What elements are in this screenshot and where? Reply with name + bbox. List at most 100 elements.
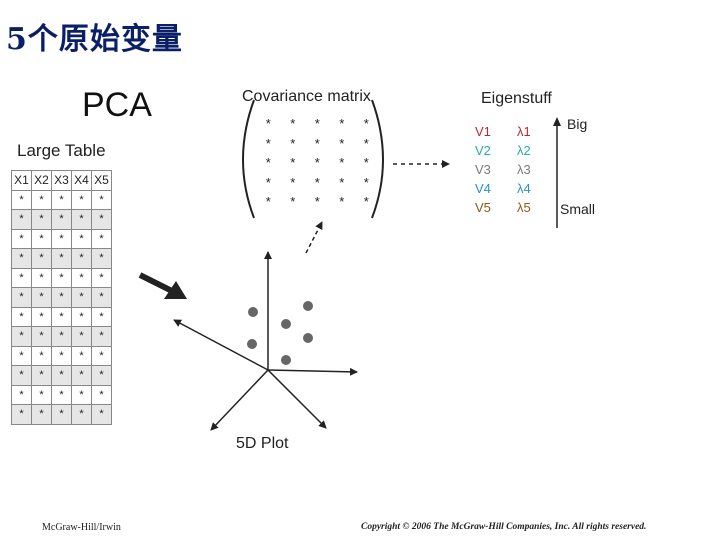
table-body: ****************************************… [11,189,112,425]
table-cell: * [71,209,92,230]
table-cell: * [11,404,32,425]
eigenstuff-label: Eigenstuff [481,90,552,107]
table-header-cell: X3 [51,170,72,191]
eigenvector-label: V3 [475,162,491,177]
table-row: ***** [11,326,112,347]
table-cell: * [31,326,52,347]
plot-axis-lower-right [267,369,327,429]
table-row: ***** [11,404,112,425]
matrix-cell: * [290,194,296,209]
table-cell: * [51,326,72,347]
eigenvalue-label: λ2 [517,143,531,158]
plot-points [247,301,313,365]
table-cell: * [91,209,112,230]
thick-arrow-table-to-plot [138,272,187,299]
footer-copyright: Copyright © 2006 The McGraw-Hill Compani… [361,522,647,532]
matrix-cell: * [314,155,320,170]
table-header-cell: X2 [31,170,52,191]
matrix-cell: * [265,155,271,170]
axis-label-big: Big [567,116,588,132]
matrix-cell: * [363,194,369,209]
table-cell: * [91,365,112,386]
matrix-cell: * [339,155,345,170]
table-cell: * [71,326,92,347]
eigen-axis-arrow [553,117,561,228]
eigenvalue-label: λ3 [517,162,531,177]
covariance-matrix-grid: ************************* [256,116,380,216]
plot-label: 5D Plot [236,435,289,452]
dashed-arrow-to-matrix [305,221,323,254]
table-cell: * [31,404,52,425]
pca-heading: PCA [82,86,152,124]
table-cell: * [71,248,92,269]
eigenvector-label: V4 [475,181,491,196]
table-header-cell: X4 [71,170,92,191]
table-cell: * [11,287,32,308]
plot-point [247,339,257,349]
plot-axis-upper-left [173,319,269,371]
covariance-matrix-label: Covariance matrix [242,88,371,105]
plot-axis-lower-left [210,369,269,431]
matrix-cell: * [314,135,320,151]
table-header-cell: X5 [91,170,112,191]
plot-point [248,307,258,317]
matrix-right-bracket [371,99,384,219]
table-cell: * [91,326,112,347]
plot-point [281,319,291,329]
matrix-cell: * [363,174,369,190]
matrix-cell: * [290,116,296,131]
axis-label-small: Small [560,201,596,217]
matrix-cell: * [265,174,271,190]
table-cell: * [51,248,72,269]
footer-publisher: McGraw-Hill/Irwin [42,522,121,533]
table-cell: * [51,404,72,425]
table-cell: * [31,365,52,386]
table-cell: * [91,404,112,425]
table-row: ***** [11,287,112,308]
plot-point [303,301,313,311]
table-row: ***** [11,306,112,327]
table-cell: * [71,404,92,425]
matrix-cell: * [339,135,345,151]
matrix-cell: * [290,135,296,151]
table-row: ***** [11,267,112,288]
table-cell: * [91,287,112,308]
matrix-cell: * [339,174,345,190]
matrix-cell: * [314,116,320,131]
matrix-cell: * [363,116,369,131]
table-row: ***** [11,209,112,230]
matrix-cell: * [339,194,345,209]
table-row: ***** [11,365,112,386]
eigenvector-label: V5 [475,200,491,215]
table-cell: * [31,209,52,230]
table-cell: * [71,365,92,386]
eigen-row: V2 λ2 [475,143,547,162]
table-row: ***** [11,189,112,210]
eigenvalue-label: λ4 [517,181,531,196]
matrix-cell: * [363,155,369,170]
matrix-cell: * [339,116,345,131]
matrix-cell: * [314,194,320,209]
eigen-row: V3 λ3 [475,162,547,181]
eigenvalue-label: λ5 [517,200,531,215]
plot-axes [173,251,358,431]
table-cell: * [11,365,32,386]
eigenvector-label: V2 [475,143,491,158]
plot-point [281,355,291,365]
matrix-cell: * [290,174,296,190]
table-cell: * [51,365,72,386]
plot-axis-right [267,367,358,376]
plot-point [303,333,313,343]
eigen-row: V4 λ4 [475,181,547,200]
table-cell: * [91,267,112,288]
slide-title: 5个原始变量 [6,22,183,57]
matrix-cell: * [363,135,369,151]
eigenvalue-label: λ1 [517,124,531,139]
matrix-cell: * [265,194,271,209]
matrix-left-bracket [242,99,255,219]
